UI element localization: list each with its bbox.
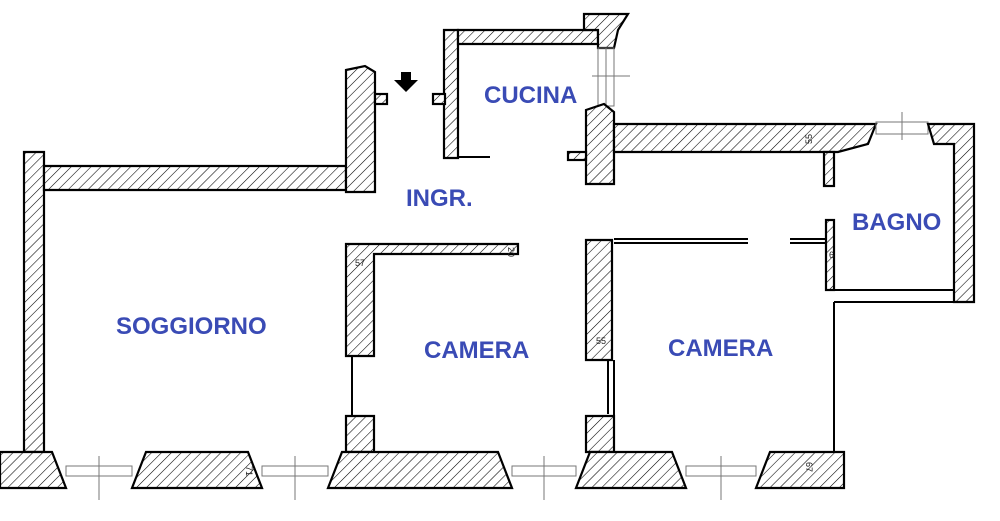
dimension-label: 6 [829,250,834,260]
room-label-camera-2: CAMERA [668,335,773,362]
wall-column-cameras [584,238,614,362]
dimension-label: 20 [506,247,516,257]
wall-bottom-3 [326,450,514,490]
wall-bottom-4 [574,450,688,490]
room-label-camera-1: CAMERA [424,337,529,364]
wall-bottom-5 [754,450,846,490]
wall-column-bottom-mid [584,414,616,454]
room-label-soggiorno: SOGGIORNO [116,313,267,340]
wall-stub-entrance-left [373,92,389,106]
wall-cucina-top [456,28,600,46]
wall-column-bottom-left [344,414,376,454]
wall-column-entrance [344,64,377,194]
wall-cucina-left [442,28,460,160]
dimension-label: 71 [244,466,254,476]
wall-camera1-top [344,242,520,358]
dimension-label: 55 [596,336,606,346]
dimension-label: 67 [804,462,814,472]
windows-bottom [65,456,757,500]
wall-stub-entrance-right [431,92,447,106]
wall-bottom-1 [0,450,68,490]
room-label-ingresso: INGR. [406,185,473,212]
wall-stub-corridor [822,150,836,188]
dimension-label: 55 [804,134,814,144]
wall-soggiorno-top [42,164,348,192]
room-label-cucina: CUCINA [484,82,577,109]
wall-column-cucina [584,102,616,186]
wall-corridor-top [612,122,878,154]
wall-bagno-left [824,218,836,292]
wall-stub-cucina [566,150,588,162]
room-label-bagno: BAGNO [852,209,941,236]
dimension-label: 57 [355,258,365,268]
wall-bottom-2 [130,450,264,490]
wall-soggiorno-left [22,150,46,454]
down-arrow-icon [394,72,418,92]
